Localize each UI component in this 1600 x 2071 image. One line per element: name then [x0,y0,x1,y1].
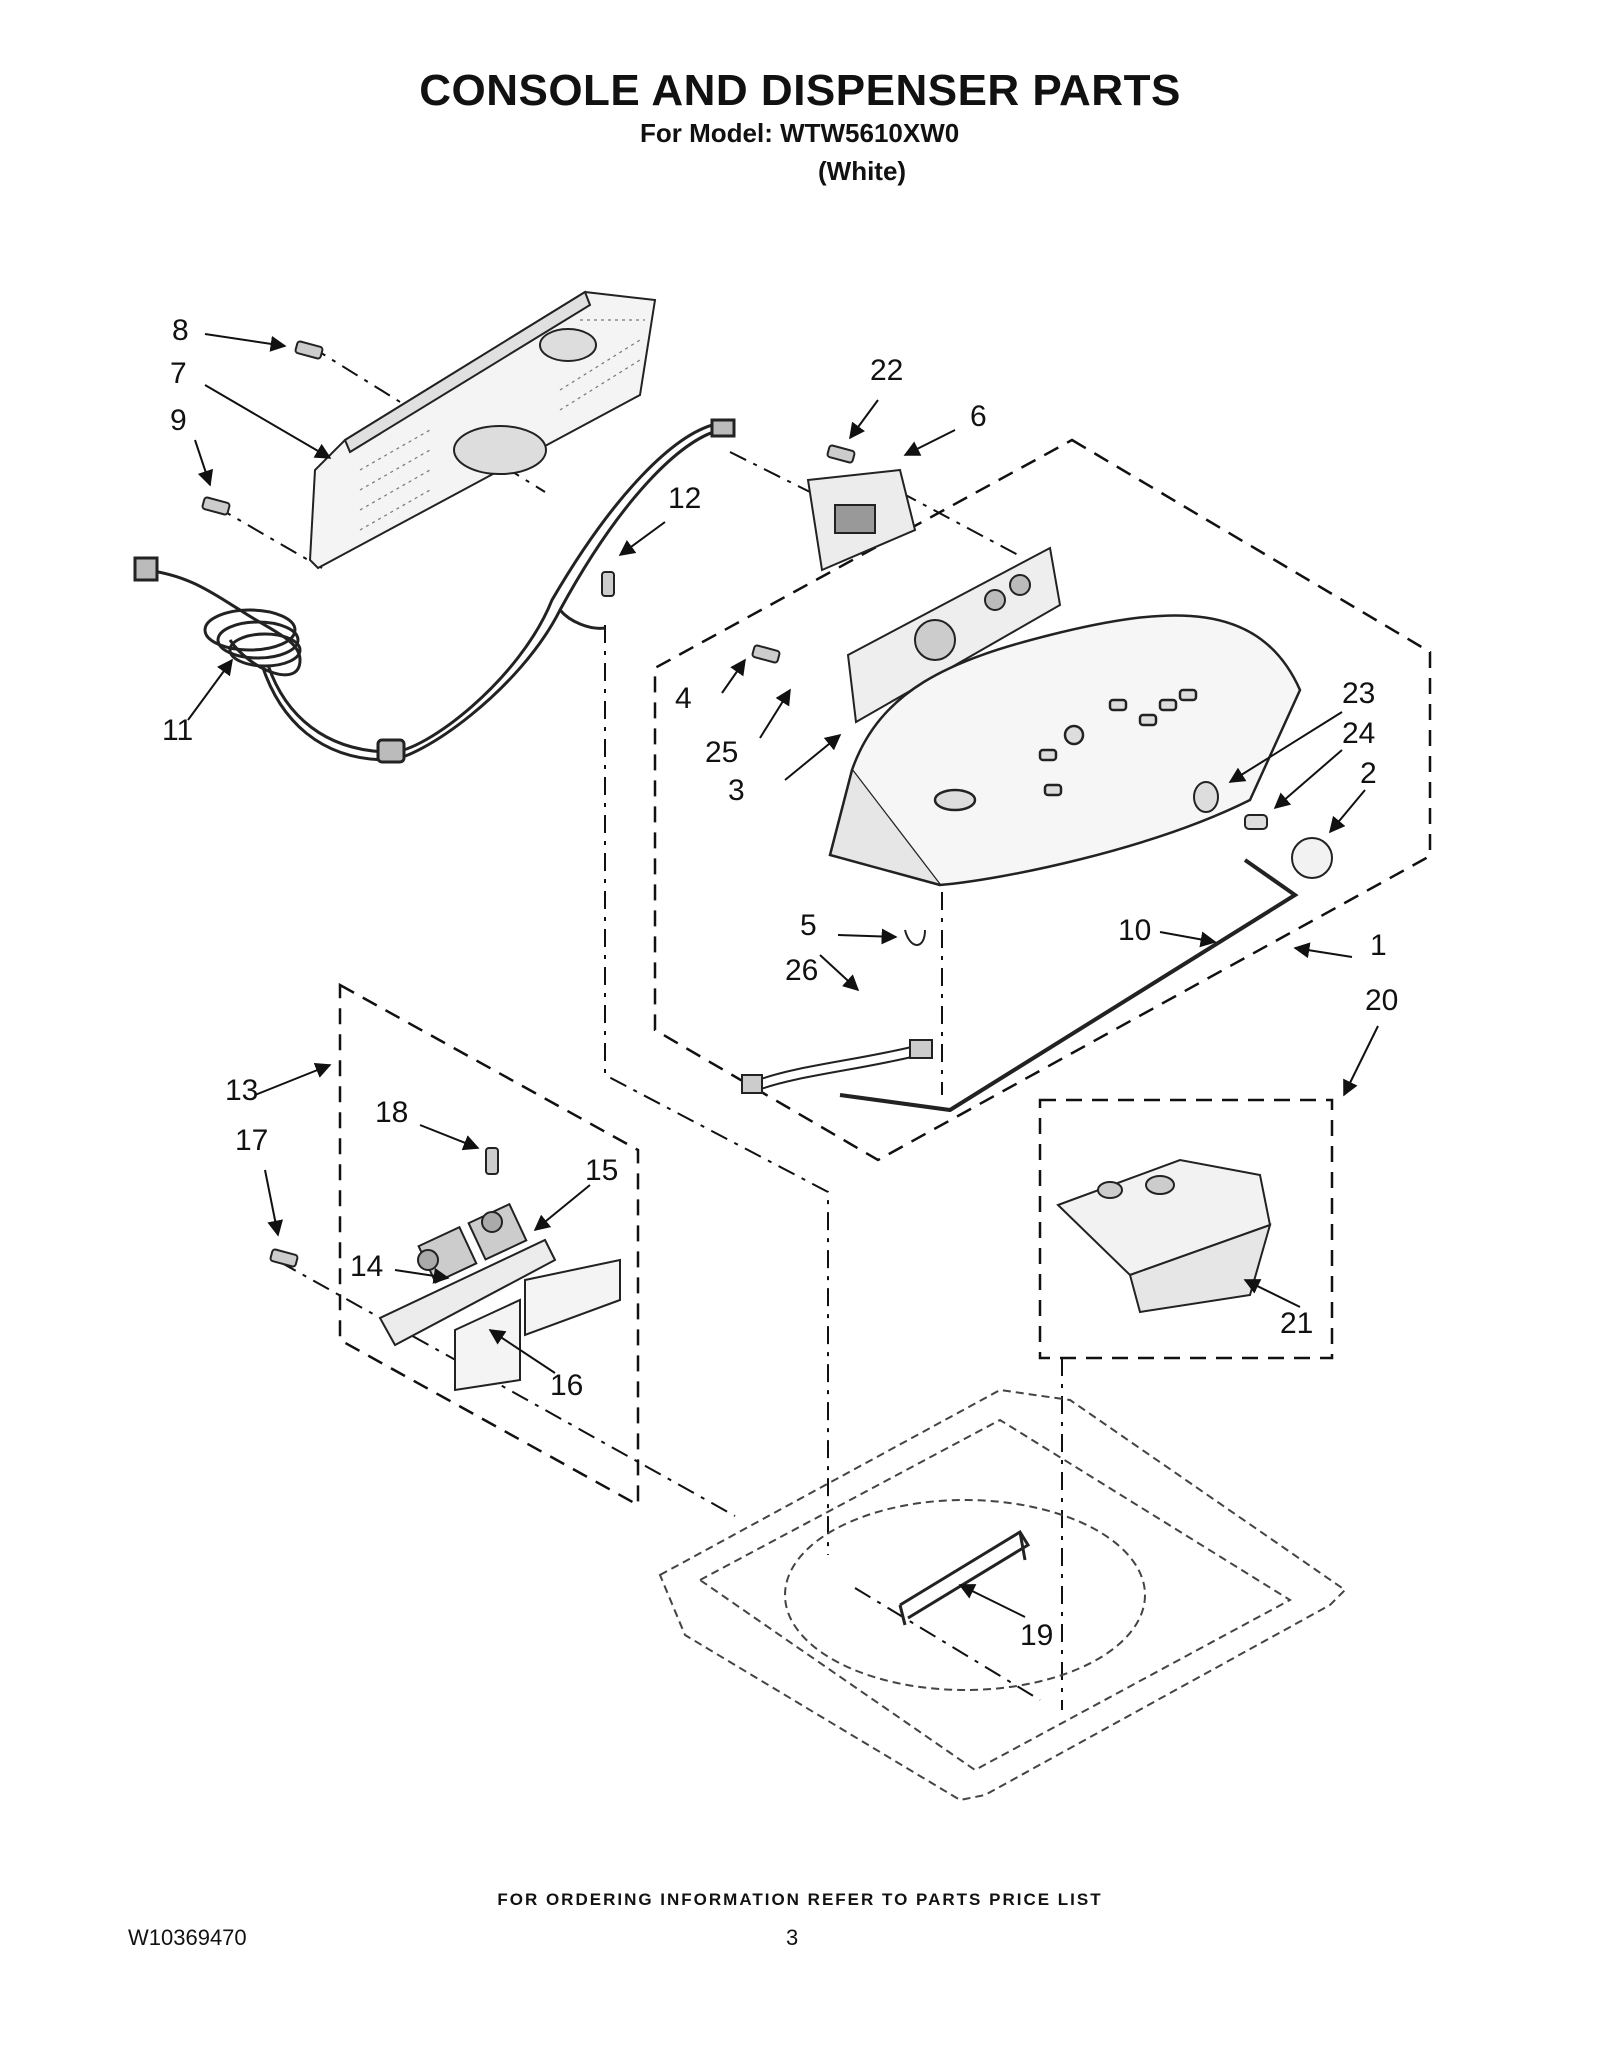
color-line: (White) [818,156,907,186]
callout-20: 20 [1365,984,1398,1017]
callout-19: 19 [1020,1619,1053,1652]
control-board-part [806,468,917,572]
console-gasket-part [839,858,1299,1113]
dispenser-drawer-part [1056,1158,1272,1314]
callout-6: 6 [970,400,987,433]
dispenser-group-boundary [1038,1098,1334,1360]
callout-26: 26 [785,954,818,987]
callout-13: 13 [225,1074,258,1107]
ui-board-part [846,546,1062,724]
water-valve-parts [378,1202,621,1392]
callout-12: 12 [668,482,701,515]
callout-22: 22 [870,354,903,387]
screw-parts [201,340,856,1268]
power-cord-part [133,418,736,764]
callout-18: 18 [375,1096,408,1129]
callout-11: 11 [162,714,193,747]
callout-2: 2 [1360,757,1377,790]
callout-23: 23 [1342,677,1375,710]
page-number: 3 [786,1925,799,1950]
callout-15: 15 [585,1154,618,1187]
ordering-note: FOR ORDERING INFORMATION REFER TO PARTS … [497,1890,1103,1909]
callout-9: 9 [170,404,187,437]
callout-5: 5 [800,909,817,942]
callout-1: 1 [1370,929,1387,962]
console-group-boundary [653,438,1432,1162]
callout-8: 8 [172,314,189,347]
callout-14: 14 [350,1250,383,1283]
location-lines [214,345,1063,1710]
console-part [828,614,1302,887]
clip-and-harness-parts [741,929,933,1094]
callout-4: 4 [675,682,692,715]
callout-10: 10 [1118,914,1151,947]
top-cover-part [658,1388,1347,1802]
callout-labels: 1 2 3 4 5 6 7 8 9 10 11 12 13 14 15 16 1… [162,314,1398,1652]
callout-17: 17 [235,1124,268,1157]
callout-7: 7 [170,357,187,390]
callout-16: 16 [550,1369,583,1402]
model-line: For Model: WTW5610XW0 [640,118,960,148]
callout-25: 25 [705,736,738,769]
page-title: CONSOLE AND DISPENSER PARTS [419,66,1181,115]
document-number: W10369470 [128,1925,247,1950]
callout-24: 24 [1342,717,1375,750]
callout-21: 21 [1280,1307,1313,1340]
callout-arrows [187,333,1379,1618]
callout-3: 3 [728,774,745,807]
support-bar-part [898,1529,1031,1626]
rear-panel-part [308,290,657,570]
valve-group-boundary [338,982,640,1508]
knob-parts [1193,781,1333,879]
